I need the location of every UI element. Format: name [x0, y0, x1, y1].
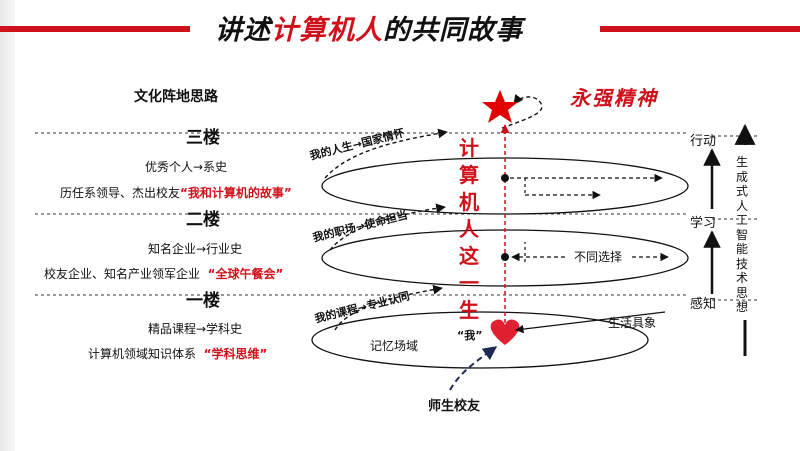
- page-title: 讲述计算机人的共同故事: [215, 8, 523, 47]
- stage-learn: 学习: [690, 216, 717, 231]
- title-prefix: 讲述: [215, 15, 271, 46]
- node-dot-top: [501, 174, 509, 182]
- floor-1-label: 一楼: [186, 291, 220, 311]
- left-accent-bar: [0, 0, 15, 451]
- floor-3-label: 三楼: [186, 128, 220, 148]
- spiral-path-star: [501, 94, 543, 129]
- floor-3-line2-text: 历任系领导、杰出校友: [60, 186, 181, 200]
- floor-1-line2-text: 计算机领域知识体系: [88, 347, 197, 361]
- alumni-arrow: [449, 346, 498, 391]
- spiral-path-bottom: [334, 284, 443, 331]
- floor-2-line2: 校友企业、知名产业领军企业 “全球午餐会”: [44, 265, 283, 282]
- section-label: 文化阵地思路: [134, 89, 218, 105]
- floor-2-line2-text: 校友企业、知名产业领军企业: [44, 267, 201, 281]
- life-arrow: [515, 311, 666, 334]
- spiral-ring-bottom: [311, 311, 649, 369]
- heart-icon: [490, 319, 520, 345]
- floor-2-line1: 知名企业→行业史: [148, 242, 243, 256]
- title-suffix: 的共同故事: [383, 15, 523, 46]
- gen-ai-vertical-text: 生成式人工智能技术思想: [735, 155, 748, 314]
- memory-label: 记忆场域: [370, 339, 419, 353]
- floor-3-highlight: “我和计算机的故事”: [180, 186, 292, 200]
- star-icon: [482, 90, 518, 123]
- slogan: 永强精神: [570, 86, 658, 110]
- title-underline-right: [600, 26, 800, 32]
- me-label: “我”: [457, 329, 483, 342]
- title-underline-left: [0, 26, 190, 32]
- choice-label: 不同选择: [572, 248, 625, 265]
- spiral-path-middle: [329, 203, 446, 251]
- floor-1-highlight: “学科思维”: [203, 347, 268, 361]
- floor-3-line1: 优秀个人→系史: [145, 160, 228, 174]
- alumni-label: 师生校友: [428, 399, 481, 414]
- stage-perceive: 感知: [690, 297, 717, 312]
- stage-action: 行动: [690, 134, 717, 149]
- floor-2-highlight: “全球午餐会”: [207, 267, 284, 281]
- title-highlight: 计算机人: [271, 15, 383, 46]
- floor-1-line2: 计算机领域知识体系 “学科思维”: [88, 345, 267, 362]
- floor-3-line2: 历任系领导、杰出校友“我和计算机的故事”: [60, 184, 292, 201]
- node-dot-middle: [501, 253, 509, 261]
- vertical-slogan: 计算机人这一生: [459, 136, 479, 322]
- floor-2-label: 二楼: [186, 210, 220, 230]
- floor-1-line1: 精品课程→学科史: [148, 322, 243, 336]
- life-label: 生活具象: [608, 316, 657, 330]
